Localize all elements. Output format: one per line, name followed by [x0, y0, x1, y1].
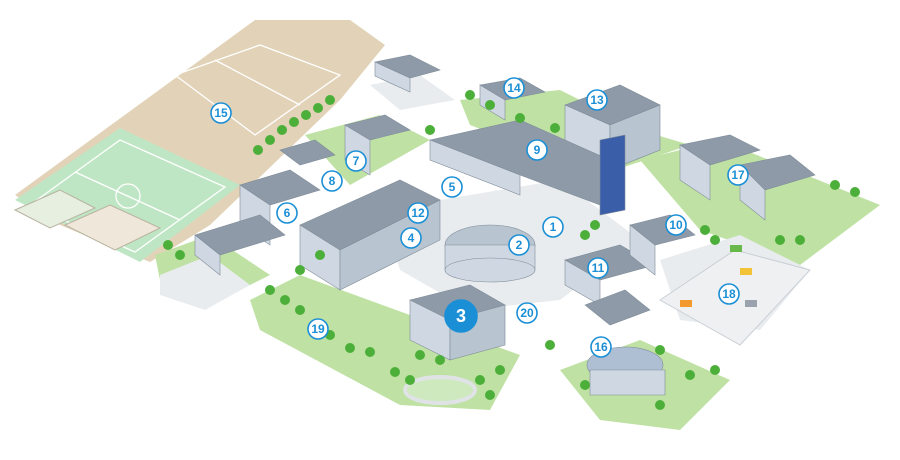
roundabout [403, 375, 477, 405]
marker-label: 8 [329, 174, 336, 188]
marker-label: 3 [456, 306, 466, 326]
marker-8[interactable]: 8 [321, 170, 343, 192]
marker-label: 18 [722, 287, 736, 301]
marker-3[interactable]: 3 [444, 299, 478, 333]
marker-label: 20 [520, 306, 534, 320]
marker-16[interactable]: 16 [590, 336, 612, 358]
marker-label: 14 [507, 81, 521, 95]
marker-5[interactable]: 5 [441, 176, 463, 198]
buildings [194, 54, 816, 396]
marker-4[interactable]: 4 [400, 227, 422, 249]
marker-label: 5 [449, 180, 456, 194]
marker-10[interactable]: 10 [665, 214, 687, 236]
marker-9[interactable]: 9 [526, 139, 548, 161]
marker-label: 12 [411, 206, 425, 220]
marker-20[interactable]: 20 [516, 302, 538, 324]
marker-label: 2 [516, 238, 523, 252]
tennis-courts [13, 189, 162, 251]
soccer-field [15, 128, 240, 262]
marker-15[interactable]: 15 [210, 102, 232, 124]
marker-label: 6 [284, 206, 291, 220]
marker-label: 13 [590, 93, 604, 107]
marker-label: 10 [669, 218, 683, 232]
marker-17[interactable]: 17 [727, 164, 749, 186]
marker-2[interactable]: 2 [508, 234, 530, 256]
marker-11[interactable]: 11 [587, 257, 609, 279]
marker-6[interactable]: 6 [276, 202, 298, 224]
marker-1[interactable]: 1 [542, 216, 564, 238]
marker-label: 15 [214, 106, 228, 120]
marker-label: 9 [534, 143, 541, 157]
marker-label: 1 [550, 220, 557, 234]
marker-label: 16 [594, 340, 608, 354]
marker-18[interactable]: 18 [718, 283, 740, 305]
marker-label: 7 [353, 154, 360, 168]
trees [163, 90, 860, 410]
marker-label: 4 [408, 231, 415, 245]
marker-label: 11 [592, 261, 605, 275]
marker-label: 17 [731, 168, 745, 182]
marker-12[interactable]: 12 [407, 202, 429, 224]
marker-13[interactable]: 13 [586, 89, 608, 111]
marker-7[interactable]: 7 [345, 150, 367, 172]
marker-19[interactable]: 19 [307, 318, 329, 340]
marker-14[interactable]: 14 [503, 77, 525, 99]
marker-label: 19 [311, 322, 325, 336]
